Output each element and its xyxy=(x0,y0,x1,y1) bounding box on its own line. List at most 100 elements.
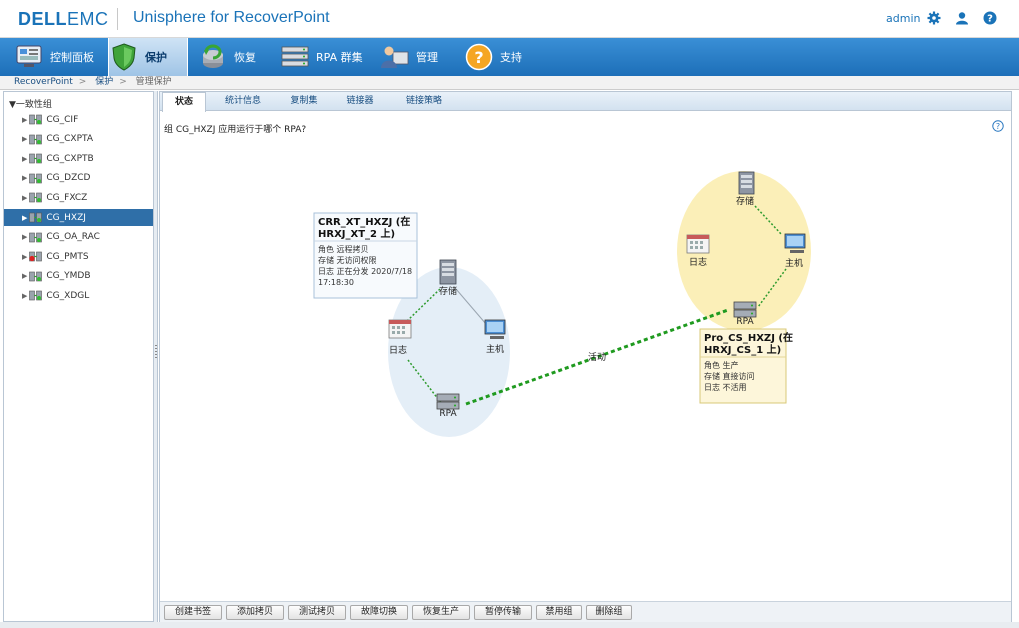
consistency-group-tree: ▼一致性组 ▶CG_CIF▶CG_CXPTA▶CG_CXPTB▶CG_DZCD▶… xyxy=(3,91,154,622)
production-info-storage: 存储 直接访问 xyxy=(704,371,755,381)
tab-status[interactable]: 状态 xyxy=(162,92,206,112)
journal-label: 日志 xyxy=(689,256,707,268)
tree-item-label: CG_PMTS xyxy=(46,251,89,262)
breadcrumb: RecoverPoint> 保护> 管理保护 xyxy=(0,76,1019,90)
copy-info-title: HRXJ_XT_2 上) xyxy=(318,227,395,240)
journal-icon[interactable] xyxy=(686,234,710,254)
rpa-icon[interactable] xyxy=(436,393,460,410)
tree-item-cg-fxcz[interactable]: ▶ CG_FXCZ xyxy=(4,189,153,206)
storage-icon[interactable] xyxy=(439,259,457,285)
tree-item-label: CG_CXPTB xyxy=(46,153,94,164)
tree-item-cg-cif[interactable]: ▶CG_CIF xyxy=(4,111,153,128)
host-icon[interactable] xyxy=(784,233,806,253)
dashboard-icon xyxy=(14,42,44,72)
tree-item-cg-cxptb[interactable]: ▶ CG_CXPTB xyxy=(4,150,153,167)
host-icon[interactable] xyxy=(484,319,506,339)
support-icon: ? xyxy=(464,42,494,72)
pause-transfer-button[interactable]: 暂停传输 xyxy=(474,605,532,620)
nav-recovery[interactable]: 恢复 xyxy=(198,38,272,76)
nav-admin[interactable]: 管理 xyxy=(380,38,452,76)
consistency-group-icon xyxy=(29,291,43,301)
gear-icon[interactable] xyxy=(927,11,941,25)
host-label: 主机 xyxy=(486,343,504,355)
help-icon[interactable]: ? xyxy=(983,11,997,25)
tree-item-cg-hxzj[interactable]: ▶ CG_HXZJ xyxy=(4,209,153,226)
nav-support[interactable]: ? 支持 xyxy=(464,38,534,76)
nav-dashboard[interactable]: 控制面板 xyxy=(14,38,106,76)
tree-item-label: CG_HXZJ xyxy=(46,212,86,223)
expand-arrow-icon[interactable]: ▶ xyxy=(22,252,28,261)
rpa-icon[interactable] xyxy=(733,301,757,318)
breadcrumb-separator: > xyxy=(78,77,87,87)
user-icon[interactable] xyxy=(955,11,969,25)
top-header: DELLEMC Unisphere for RecoverPoint admin… xyxy=(0,0,1019,38)
copy-info-time: 17:18:30 xyxy=(318,278,354,287)
failover-button[interactable]: 故障切换 xyxy=(350,605,408,620)
tree-root[interactable]: ▼一致性组 xyxy=(9,100,52,110)
cluster-icon xyxy=(280,42,310,72)
tab-link-policy[interactable]: 链接策略 xyxy=(405,96,442,106)
tree-item-cg-ymdb[interactable]: ▶ CG_YMDB xyxy=(4,268,153,285)
copy-info-journal: 日志 正在分发 2020/7/18 xyxy=(318,266,412,276)
tree-item-cg-oa-rac[interactable]: ▶CG_OA_RAC xyxy=(4,229,153,246)
action-toolbar: 创建书签 添加拷贝 测试拷贝 故障切换 恢复生产 暂停传输 禁用组 删除组 xyxy=(160,601,1011,622)
svg-text:?: ? xyxy=(987,14,993,25)
nav-label: 支持 xyxy=(500,51,522,64)
production-zone xyxy=(677,171,811,331)
consistency-group-icon xyxy=(29,114,43,125)
copy-info-box: CRR_XT_HXZJ (在 HRXJ_XT_2 上) 角色 远程拷贝 存储 无… xyxy=(313,212,418,299)
tree-item-cg-cxpta[interactable]: ▶CG_CXPTA xyxy=(4,131,153,148)
admin-icon xyxy=(380,42,410,72)
info-help-icon[interactable]: ? xyxy=(992,120,1004,132)
tree-item-cg-dzcd[interactable]: ▶CG_DZCD xyxy=(4,170,153,187)
expand-arrow-icon[interactable]: ▶ xyxy=(22,154,28,163)
consistency-group-icon xyxy=(29,153,43,164)
expand-arrow-icon[interactable]: ▶ xyxy=(22,135,28,144)
journal-icon[interactable] xyxy=(388,319,412,339)
tree-item-label: CG_FXCZ xyxy=(46,192,88,203)
storage-label: 存储 xyxy=(439,285,457,297)
svg-text:?: ? xyxy=(474,48,483,67)
expand-arrow-icon[interactable]: ▶ xyxy=(22,213,28,222)
status-bar xyxy=(0,622,1019,628)
user-name-link[interactable]: admin xyxy=(886,12,921,25)
nav-rpa-cluster[interactable]: RPA 群集 xyxy=(280,38,370,76)
nav-protection[interactable]: 保护 xyxy=(108,38,188,76)
consistency-group-icon xyxy=(29,193,43,203)
product-title: Unisphere for RecoverPoint xyxy=(133,9,330,26)
copy-info-role: 角色 远程拷贝 xyxy=(318,244,369,254)
storage-host-link-right xyxy=(754,205,783,236)
delete-group-button[interactable]: 删除组 xyxy=(586,605,632,620)
tree-item-cg-pmts[interactable]: ▶ CG_PMTS xyxy=(4,248,153,265)
expand-arrow-icon[interactable]: ▶ xyxy=(22,272,28,281)
breadcrumb-link-protection[interactable]: 保护 xyxy=(95,77,114,87)
test-copy-button[interactable]: 测试拷贝 xyxy=(288,605,346,620)
recover-production-button[interactable]: 恢复生产 xyxy=(412,605,470,620)
expand-arrow-icon[interactable]: ▶ xyxy=(22,174,28,183)
consistency-group-icon xyxy=(29,271,43,282)
tree-item-label: CG_XDGL xyxy=(46,290,90,301)
expand-arrow-icon[interactable]: ▶ xyxy=(22,233,28,242)
copy-info-storage: 存储 无访问权限 xyxy=(318,255,377,265)
storage-label: 存储 xyxy=(736,195,754,207)
splitter-grip[interactable] xyxy=(155,345,157,359)
storage-icon[interactable] xyxy=(738,171,755,195)
topology-diagram: 活动 存储 主机 日志 RPA xyxy=(313,171,811,437)
dell-emc-logo: DELLEMC xyxy=(18,9,109,29)
expand-arrow-icon[interactable]: ▶ xyxy=(22,115,28,124)
disable-group-button[interactable]: 禁用组 xyxy=(536,605,582,620)
expand-arrow-icon[interactable]: ▶ xyxy=(22,193,28,202)
add-copy-button[interactable]: 添加拷贝 xyxy=(226,605,284,620)
tab-statistics[interactable]: 统计信息 xyxy=(224,96,261,106)
tree-item-cg-xdgl[interactable]: ▶ CG_XDGL xyxy=(4,287,153,304)
breadcrumb-link-recoverpoint[interactable]: RecoverPoint xyxy=(14,77,73,87)
tab-links[interactable]: 链接器 xyxy=(346,96,374,106)
production-info-title: Pro_CS_HXZJ (在 xyxy=(704,331,793,344)
tab-replication-sets[interactable]: 复制集 xyxy=(290,96,318,106)
header-divider xyxy=(117,8,118,30)
expand-arrow-icon[interactable]: ▶ xyxy=(22,291,28,300)
tree-item-label: CG_YMDB xyxy=(46,271,91,282)
create-bookmark-button[interactable]: 创建书签 xyxy=(164,605,222,620)
nav-label: 保护 xyxy=(145,51,167,64)
status-question: 组 CG_HXZJ 应用运行于哪个 RPA? xyxy=(164,125,307,135)
